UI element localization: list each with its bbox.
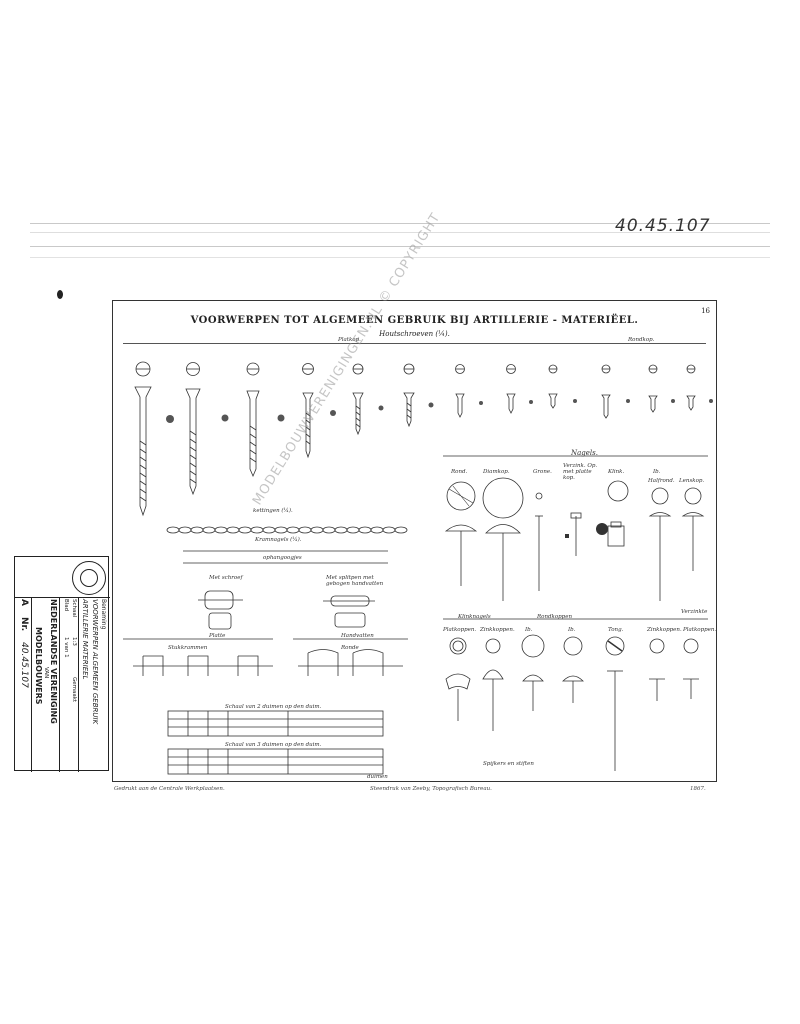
nails — [444, 477, 705, 601]
archive-stamp: Benaming VOORWERPEN ALGEMEEN GEBRUIK ART… — [14, 556, 110, 772]
footer-year: 1867. — [690, 786, 706, 792]
lower-label: Ib. — [525, 627, 533, 633]
scan-artifact-line — [30, 246, 770, 247]
drawing-sheet: 16 VOORWERPEN TOT ALGEMEEN GEBRUIK BIJ A… — [112, 300, 717, 782]
stamp-divider — [78, 597, 79, 772]
lower-label: Platkoppen. — [683, 627, 717, 633]
nagel-label: Lenskop. — [679, 478, 705, 484]
lower-label: Zinkkoppen. — [647, 627, 682, 633]
nagel-label: Diamkop. — [483, 469, 510, 475]
lower-label: Zinkkoppen. — [480, 627, 515, 633]
label-ronde: Ronde — [341, 645, 359, 651]
stamp-divider — [59, 597, 60, 772]
screw-heads-row — [135, 361, 696, 377]
lower-label: Tong. — [608, 627, 624, 633]
scale-label-1: Schaal van 2 duimen op den duim. — [225, 704, 322, 710]
reference-number: 40.45.107 — [615, 216, 711, 236]
rivets — [445, 634, 699, 771]
stamp-label-gemaakt: Gemaakt — [71, 677, 77, 703]
stamp-label-schaal: Schaal — [71, 599, 77, 618]
scan-artifact-line — [30, 223, 770, 224]
nail-sections — [565, 523, 608, 538]
screw-cross-sections — [166, 399, 713, 423]
section-rule — [123, 343, 706, 344]
stamp-org-line2: VAN — [43, 667, 49, 679]
scan-artifact-line — [30, 232, 770, 233]
plate-number: 16 — [701, 307, 710, 315]
section-label-nagels: Nagels. — [571, 449, 598, 457]
nagel-label: Verzink. Op. met platte kop. — [563, 463, 598, 481]
stamp-divider — [31, 597, 32, 772]
label-spijkers: Spijkers en stiften — [483, 761, 534, 767]
stamp-label-nr: Nr. — [19, 617, 29, 632]
stamp-label-benaming: Benaming — [100, 599, 107, 630]
screw-bodies — [134, 386, 696, 517]
lower-label: Ib. — [568, 627, 576, 633]
label-stukkrammen: Stukkrammen — [168, 645, 208, 651]
stamp-benaming-value2: ARTILLERIE MATERIEEL — [81, 599, 89, 680]
stamp-benaming-value: VOORWERPEN ALGEMEEN GEBRUIK — [91, 599, 99, 725]
stamp-label-blad: Blad — [63, 599, 69, 612]
stamp-schaal-value: 1:3 — [71, 637, 77, 646]
label-klinknagels: Klinknagels — [458, 614, 491, 620]
society-logo-icon — [72, 561, 106, 595]
section-label-platkop: Platkop. — [338, 337, 361, 343]
nagel-label: Rond. — [451, 469, 468, 475]
stamp-org-line3: MODELBOUWERS — [34, 627, 43, 705]
label-verzinkte: Verzinkte — [681, 609, 708, 615]
stamp-nr-value: 40.45.107 — [19, 642, 29, 688]
footer-lithographer: Steendruk van Zeeby, Topografisch Bureau… — [370, 786, 492, 792]
section-label-rondkop: Rondkop. — [628, 337, 655, 343]
eye-bolts — [198, 590, 375, 630]
label-met-splitpen: Met splitpen met gebogen handvatten — [326, 575, 384, 587]
section-label-kramnagels: Kramnagels (¼). — [255, 537, 302, 543]
stamp-label-a: A — [19, 599, 29, 606]
section-label-kettingen: kettingen (¼). — [253, 508, 293, 514]
lower-label: Platkoppen. — [443, 627, 477, 633]
nagel-label: Ib. — [653, 469, 661, 475]
sheet-title: VOORWERPEN TOT ALGEMEEN GEBRUIK BIJ ARTI… — [190, 315, 639, 326]
label-platte: Platte — [209, 633, 226, 639]
scan-artifact-line — [30, 257, 770, 258]
sheet-subtitle: Houtschroeven (¼). — [379, 330, 450, 338]
nagel-label: Klink. — [608, 469, 625, 475]
nagel-label: Grone. — [533, 469, 552, 475]
label-met-schroef: Met schroef — [209, 575, 243, 581]
stamp-org-line1: NEDERLANDSE VERENIGING — [49, 599, 58, 724]
scale-label-2: Schaal van 3 duimen op den duim. — [225, 742, 322, 748]
footer-printer: Gedrukt aan de Centrale Werkplaatsen. — [114, 786, 225, 792]
stamp-blad-value: 1 van 1 — [63, 637, 69, 658]
technical-drawing — [123, 361, 713, 775]
ink-spot — [57, 290, 63, 299]
scale-bars — [167, 710, 384, 775]
label-rondkoppen: Rondkoppen — [537, 614, 572, 620]
staples-handles — [133, 649, 403, 676]
stamp-divider — [15, 597, 110, 598]
label-handvatten: Handvatten — [341, 633, 374, 639]
nagel-label: Halfrond. — [648, 478, 675, 484]
scale-unit-label: duimen — [367, 774, 388, 780]
section-label-ophangoogjes: ophangoogjes — [263, 555, 302, 561]
archive-stamp-content: Benaming VOORWERPEN ALGEMEEN GEBRUIK ART… — [15, 557, 110, 772]
chain — [166, 526, 408, 534]
